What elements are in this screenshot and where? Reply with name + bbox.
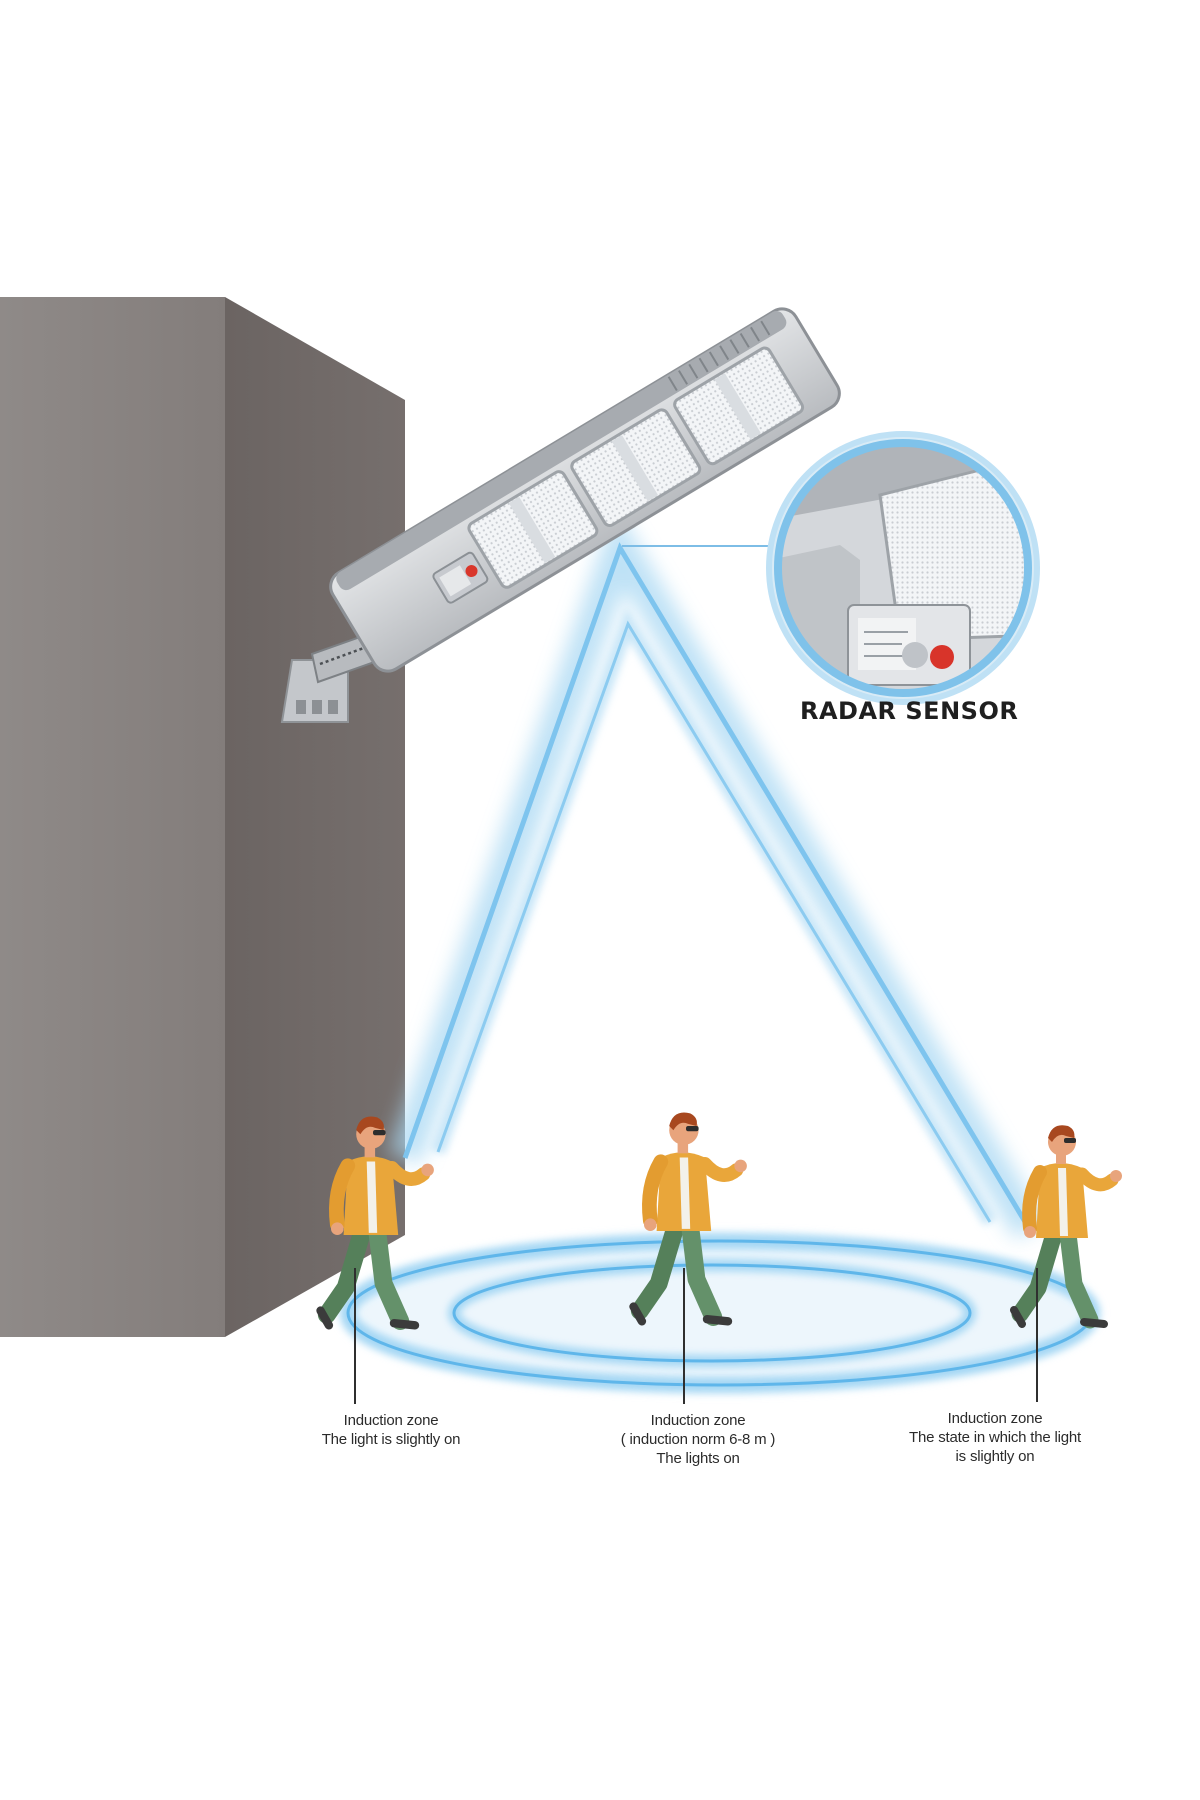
led-panels bbox=[467, 346, 805, 589]
radar-sensor-label: RADAR SENSOR bbox=[800, 697, 1019, 725]
zone-label-line: The light is slightly on bbox=[321, 1431, 461, 1448]
zone-label-center: Induction zone ( induction norm 6-8 m ) … bbox=[588, 1411, 808, 1468]
zone-label-right: Induction zone The state in which the li… bbox=[885, 1409, 1105, 1466]
wall-block bbox=[0, 297, 405, 1337]
zone-label-line: ( induction norm 6-8 m ) bbox=[620, 1431, 776, 1448]
radar-sensor-icon bbox=[766, 431, 1040, 705]
zone-label-line: is slightly on bbox=[955, 1448, 1035, 1465]
label-pointers bbox=[354, 1268, 1038, 1404]
wall-front-face bbox=[0, 297, 225, 1337]
beam-outer-edge bbox=[402, 542, 1033, 1232]
zone-label-line: Induction zone bbox=[947, 1410, 1043, 1427]
zone-label-left: Induction zone The light is slightly on bbox=[281, 1411, 501, 1449]
zone-label-line: The lights on bbox=[656, 1450, 740, 1467]
radar-beam bbox=[388, 508, 1045, 1239]
zone-label-line: Induction zone bbox=[343, 1412, 439, 1429]
beam-inner-edge bbox=[436, 620, 992, 1223]
wall-side-face bbox=[225, 297, 405, 1337]
street-lamp-icon bbox=[280, 307, 841, 723]
zone-label-line: The state in which the light bbox=[909, 1429, 1081, 1446]
zone-label-line: Induction zone bbox=[650, 1412, 746, 1429]
lamp-sensor-module bbox=[432, 551, 489, 604]
